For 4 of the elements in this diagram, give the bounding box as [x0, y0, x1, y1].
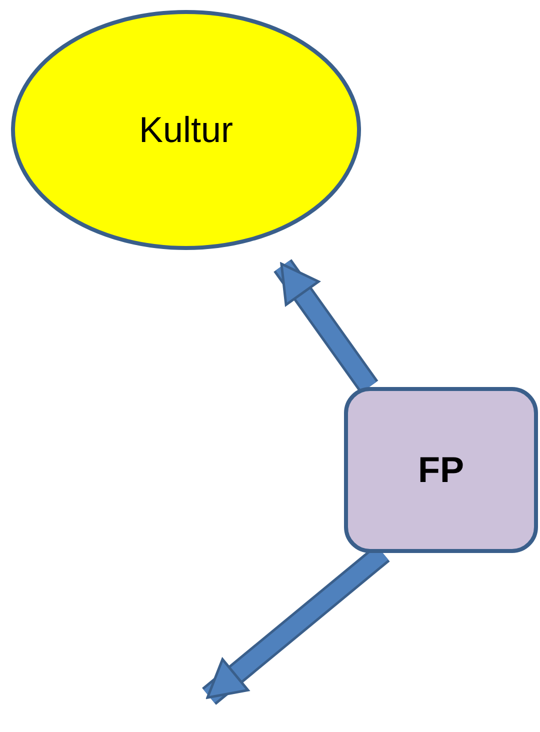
node-label: FP — [418, 449, 464, 491]
node-label: Kultur — [138, 109, 234, 151]
ellipse-node — [11, 10, 361, 250]
rounded-box — [344, 387, 538, 553]
